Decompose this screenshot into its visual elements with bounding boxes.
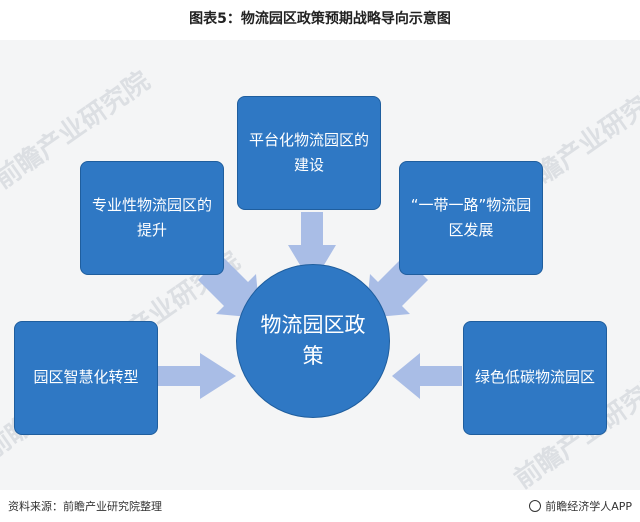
node-smart-park: 园区智慧化转型 [14,321,158,435]
arrow-left [158,353,236,399]
brand-logo-icon [529,500,542,512]
node-specialized-park: 专业性物流园区的提升 [80,161,224,275]
node-green-park: 绿色低碳物流园区 [463,321,607,435]
arrow-right [392,353,462,399]
source-note: 资料来源：前瞻产业研究院整理 [8,500,162,513]
arrow-top [288,212,336,285]
footer: 资料来源：前瞻产业研究院整理 前瞻经济学人APP [0,490,640,522]
node-platform-park: 平台化物流园区的建设 [237,96,381,210]
node-belt-road-park: “一带一路”物流园区发展 [399,161,543,275]
chart-title: 图表5：物流园区政策预期战略导向示意图 [189,11,451,27]
center-policy-circle: 物流园区政策 [236,264,390,418]
brand-label: 前瞻经济学人APP [545,500,632,513]
brand: 前瞻经济学人APP [529,498,632,514]
